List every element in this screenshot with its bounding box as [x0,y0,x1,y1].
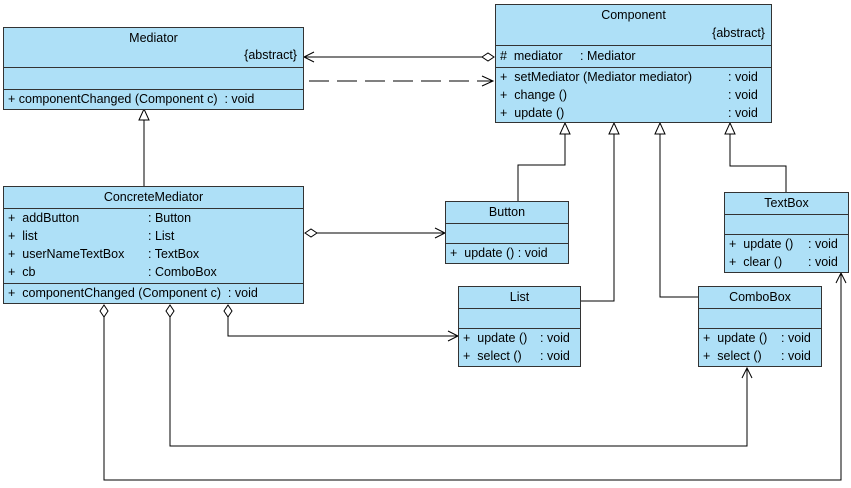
cm-attr-type: : TextBox [148,247,200,261]
combobox-method-name: + update () [703,331,768,345]
cm-attr-type: : Button [148,211,192,225]
list-method-name: + update () [463,331,528,345]
list-method-name: + select () [463,349,522,363]
component-method-name: + setMediator (Mediator mediator) [500,70,693,84]
component-attr-type: : Mediator [580,49,636,63]
combobox-generalization-line [659,134,698,298]
mediator-stereotype: {abstract} [244,48,297,62]
textbox-method-type: : void [808,237,838,251]
textbox-header: TextBox [725,193,848,214]
concrete-mediator-methods: + componentChanged (Component c) : void [4,283,303,303]
cm-attr-name: + list [8,229,38,243]
component-method-type: : void [728,106,758,120]
mediator-name: Mediator [129,31,178,45]
mediator-method: + componentChanged (Component c) : void [8,92,255,106]
cm-method: + componentChanged (Component c) : void [8,286,258,300]
concrete-mediator-class[interactable]: ConcreteMediator + addButton : Button + … [3,186,304,304]
arrowhead-at-mediator [302,51,315,63]
diamond-list [223,304,233,318]
concrete-mediator-combobox-line [169,317,748,447]
textbox-name: TextBox [764,196,809,210]
generalization-triangle-mediator [138,107,150,121]
diamond-combobox [165,304,175,318]
mediator-attributes [4,67,303,89]
combobox-method-type: : void [781,349,811,363]
combobox-header: ComboBox [699,287,821,308]
list-class[interactable]: List + update () : void + select () : vo… [458,286,581,367]
generalization-triangle-button [559,121,571,135]
diamond-at-component [481,52,495,62]
generalization-triangle-combobox [654,121,666,135]
concrete-mediator-name: ConcreteMediator [103,190,204,204]
cm-attr-name: + userNameTextBox [8,247,125,261]
diamond-button [304,228,318,238]
mediator-methods: + componentChanged (Component c) : void [4,89,303,109]
component-attr-name: # mediator [500,49,563,63]
list-generalization-line [581,134,615,302]
textbox-class[interactable]: TextBox + update () : void + clear () : … [724,192,849,273]
mediator-header: Mediator {abstract} [4,28,303,67]
mediator-class[interactable]: Mediator {abstract} + componentChanged (… [3,27,304,110]
list-header: List [459,287,580,308]
generalization-triangle-list [608,121,620,135]
component-method-name: + change () [500,88,568,102]
list-methods: + update () : void + select () : void [459,328,580,366]
component-method-type: : void [728,88,758,102]
textbox-methods: + update () : void + clear () : void [725,234,848,272]
combobox-methods: + update () : void + select () : void [699,328,821,366]
combobox-method-name: + select () [703,349,762,363]
component-stereotype: {abstract} [712,26,765,40]
textbox-generalization-line [729,134,787,192]
button-method: + update () : void [450,246,548,260]
combobox-name: ComboBox [729,290,791,304]
generalization-triangle-textbox [724,121,736,135]
list-method-type: : void [540,331,570,345]
textbox-method-name: + clear () [729,255,783,269]
cm-attr-name: + cb [8,265,36,279]
component-class[interactable]: Component {abstract} # mediator : Mediat… [495,4,772,123]
component-name: Component [601,8,666,22]
button-class[interactable]: Button + update () : void [445,201,569,264]
button-methods: + update () : void [446,243,568,263]
cm-attr-type: : List [148,229,175,243]
concrete-mediator-list-line [227,317,458,337]
textbox-attributes [725,214,848,234]
cm-attr-type: : ComboBox [148,265,217,279]
component-methods: + setMediator (Mediator mediator) : void… [496,67,771,122]
list-method-type: : void [540,349,570,363]
diamond-textbox [99,304,109,318]
component-method-name: + update () [500,106,565,120]
button-attributes [446,223,568,243]
concrete-mediator-attributes: + addButton : Button + list : List + use… [4,208,303,283]
concrete-mediator-textbox-line [103,273,842,481]
textbox-method-name: + update () [729,237,794,251]
component-header: Component {abstract} [496,5,771,45]
arrowhead-combobox [741,366,753,379]
combobox-attributes [699,308,821,328]
list-name: List [509,290,530,304]
arrowhead-textbox [835,271,847,284]
component-attributes: # mediator : Mediator [496,45,771,67]
list-attributes [459,308,580,328]
combobox-method-type: : void [781,331,811,345]
component-method-type: : void [728,70,758,84]
textbox-method-type: : void [808,255,838,269]
button-generalization-line [517,134,566,201]
concrete-mediator-header: ConcreteMediator [4,187,303,208]
cm-attr-name: + addButton [8,211,80,225]
button-name: Button [488,205,526,219]
dependency-arrowhead [481,75,495,87]
button-header: Button [446,202,568,223]
combobox-class[interactable]: ComboBox + update () : void + select () … [698,286,822,367]
